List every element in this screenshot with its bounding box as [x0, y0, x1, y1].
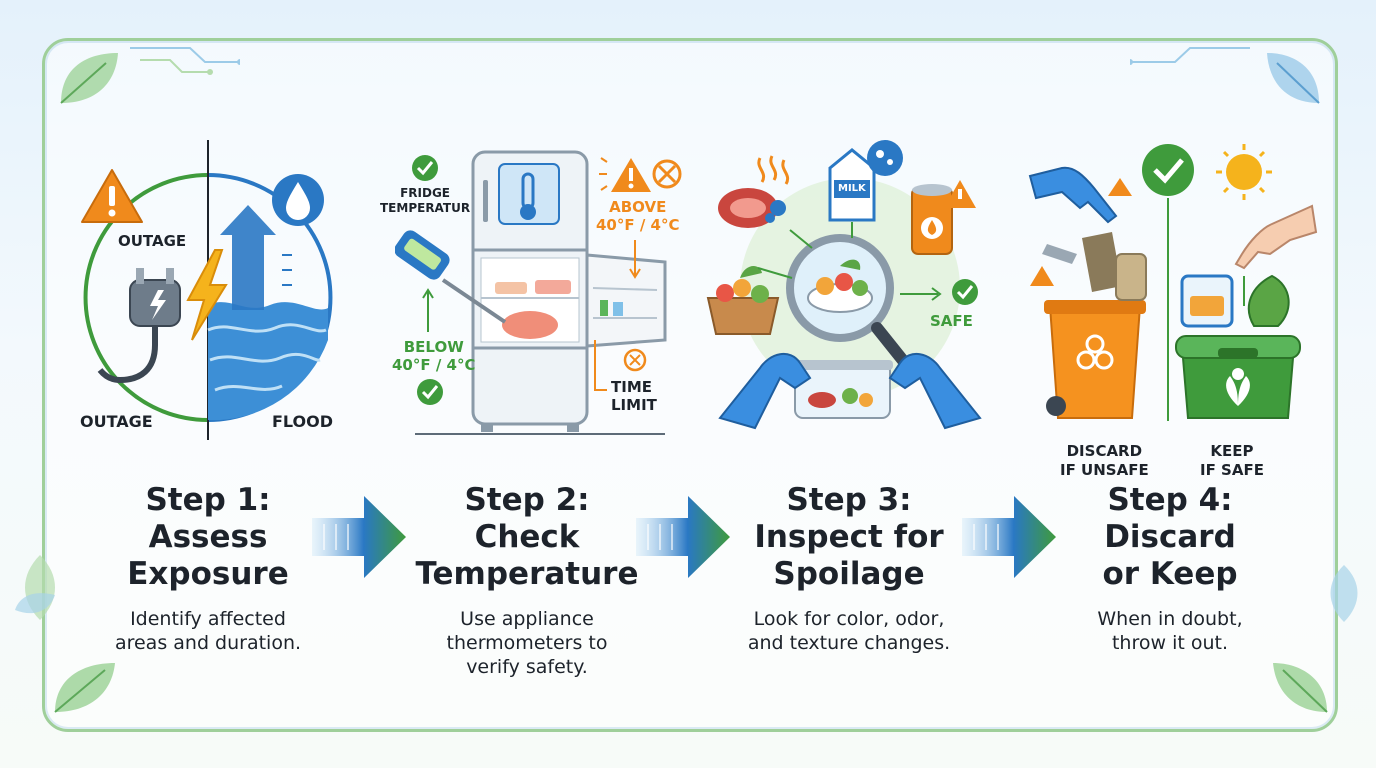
leaf-decoration-icon — [54, 663, 115, 713]
step-2: Step 2: Check Temperature Use appliance … — [377, 482, 677, 679]
leaf-decoration-icon — [15, 555, 55, 620]
fridge-temperature-illustration — [395, 150, 682, 435]
circuit-decoration — [130, 47, 240, 75]
arrow-right-icon — [636, 496, 730, 578]
below-temp-label: BELOW 40°F / 4°C — [392, 338, 476, 374]
step-2-description: Use appliance thermometers to verify saf… — [446, 608, 608, 678]
above-temp-label: ABOVE 40°F / 4°C — [596, 198, 680, 234]
flood-label: FLOOD — [272, 412, 334, 431]
arrow-right-icon — [962, 496, 1056, 578]
fridge-temperature-label: FRIDGE TEMPERATUR — [380, 186, 471, 215]
safe-label: SAFE — [930, 312, 973, 330]
leaf-decoration-icon — [1330, 565, 1358, 622]
step-3-description: Look for color, odor, and texture change… — [747, 608, 951, 654]
discard-keep-illustration — [1028, 144, 1318, 421]
time-limit-label: TIME LIMIT — [611, 378, 657, 414]
outage-bottom-label: OUTAGE — [80, 412, 153, 431]
leaf-decoration-icon — [1273, 663, 1328, 713]
step-1-title: Step 1: Assess Exposure — [127, 482, 289, 592]
step-1-description: Identify affected areas and duration. — [114, 608, 302, 654]
step-4-title: Step 4: Discard or Keep — [1102, 482, 1238, 592]
milk-label: MILK — [838, 183, 866, 194]
step-2-title: Step 2: Check Temperature — [415, 482, 639, 592]
circuit-decoration — [1130, 47, 1250, 65]
leaf-decoration-icon — [1267, 53, 1320, 104]
outage-top-label: OUTAGE — [118, 232, 187, 250]
step-1: Step 1: Assess Exposure Identify affecte… — [58, 482, 358, 655]
arrow-right-icon — [312, 496, 406, 578]
outage-flood-illustration — [81, 140, 333, 440]
step-3: Step 3: Inspect for Spoilage Look for co… — [699, 482, 999, 655]
keep-if-safe-label: KEEP IF SAFE — [1200, 442, 1264, 479]
leaf-decoration-icon — [60, 53, 118, 104]
step-4: Step 4: Discard or Keep When in doubt, t… — [1020, 482, 1320, 655]
discard-if-unsafe-label: DISCARD IF UNSAFE — [1060, 442, 1149, 479]
spoilage-inspection-illustration — [706, 140, 982, 430]
step-3-title: Step 3: Inspect for Spoilage — [754, 482, 944, 592]
step-4-description: When in doubt, throw it out. — [1097, 608, 1243, 654]
